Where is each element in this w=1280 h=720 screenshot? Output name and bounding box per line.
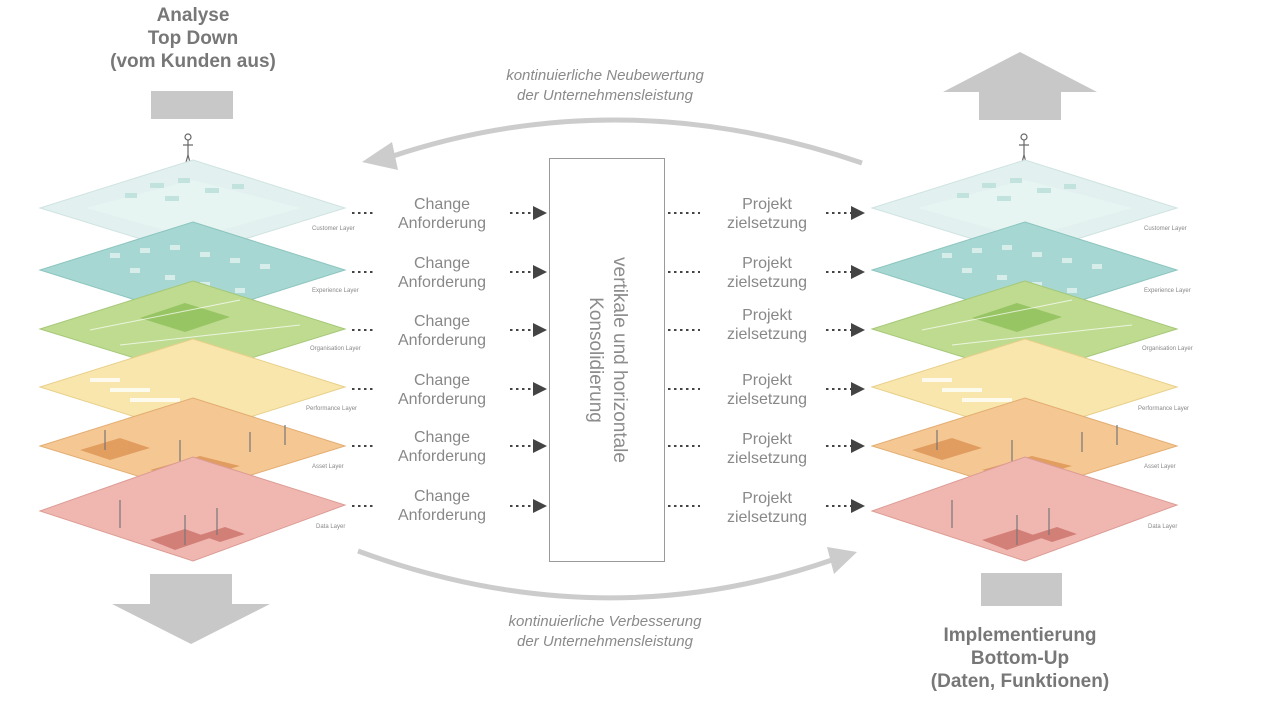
top-curved-arrow bbox=[389, 117, 863, 166]
change-request-label-2: Change Anforderung bbox=[382, 254, 502, 292]
right-heading-line-1: Implementierung bbox=[943, 625, 1097, 646]
change-label-line: Anforderung bbox=[397, 215, 487, 232]
top-arc-note-line-1: kontinuierliche Neubewertung bbox=[506, 67, 704, 84]
change-label-line: Change bbox=[413, 372, 471, 389]
project-label-line: Projekt bbox=[742, 196, 792, 213]
right-heading-line-2: Bottom-Up bbox=[970, 648, 1070, 669]
project-goal-label-6: Projekt zielsetzung bbox=[707, 489, 827, 527]
project-label-line: Projekt bbox=[742, 490, 792, 507]
change-label-line: Anforderung bbox=[397, 448, 487, 465]
left-layer-label-6: Data Layer bbox=[316, 524, 345, 530]
left-layer-label-2: Experience Layer bbox=[312, 288, 359, 294]
consolidation-line-2: Konsolidierung bbox=[585, 297, 606, 423]
project-goal-label-1: Projekt zielsetzung bbox=[707, 195, 827, 233]
right-layer-label-5: Asset Layer bbox=[1144, 464, 1176, 470]
change-request-label-3: Change Anforderung bbox=[382, 312, 502, 350]
left-data-layer bbox=[38, 456, 347, 562]
project-label-line: Projekt bbox=[742, 255, 792, 272]
bottom-arc-note-line-1: kontinuierliche Verbesserung bbox=[508, 613, 702, 630]
bottom-curved-arrowhead-icon bbox=[827, 547, 857, 574]
bottom-arc-note: kontinuierliche Verbesserung der Unterne… bbox=[480, 612, 730, 652]
dotted-connectors bbox=[352, 206, 865, 513]
top-arc-note-line-2: der Unternehmensleistung bbox=[517, 87, 693, 104]
right-bottom-bar bbox=[981, 573, 1062, 606]
project-label-line: zielsetzung bbox=[726, 509, 808, 526]
change-label-line: Anforderung bbox=[397, 332, 487, 349]
right-layer-stack: Customer Layer Experience Layer Organisa… bbox=[870, 133, 1193, 562]
project-label-line: zielsetzung bbox=[726, 326, 808, 343]
right-layer-label-4: Performance Layer bbox=[1138, 406, 1189, 412]
left-heading-line-3: (vom Kunden aus) bbox=[110, 51, 276, 72]
change-request-label-1: Change Anforderung bbox=[382, 195, 502, 233]
change-request-label-4: Change Anforderung bbox=[382, 371, 502, 409]
project-label-line: Projekt bbox=[742, 307, 792, 324]
left-layer-label-1: Customer Layer bbox=[312, 226, 355, 232]
left-layer-label-5: Asset Layer bbox=[312, 464, 344, 470]
top-arc-note: kontinuierliche Neubewertung der Unterne… bbox=[480, 66, 730, 106]
left-layer-label-3: Organisation Layer bbox=[310, 346, 361, 352]
right-data-layer bbox=[870, 456, 1179, 562]
right-heading: Implementierung Bottom-Up (Daten, Funkti… bbox=[910, 624, 1130, 693]
left-down-arrow-icon bbox=[112, 574, 270, 644]
left-layer-label-4: Performance Layer bbox=[306, 406, 357, 412]
right-heading-line-3: (Daten, Funktionen) bbox=[930, 671, 1110, 692]
change-label-line: Change bbox=[413, 313, 471, 330]
project-label-line: Projekt bbox=[742, 372, 792, 389]
bottom-arc-note-line-2: der Unternehmensleistung bbox=[517, 633, 693, 650]
change-label-line: Anforderung bbox=[397, 507, 487, 524]
change-label-line: Change bbox=[413, 255, 471, 272]
change-label-line: Anforderung bbox=[397, 274, 487, 291]
project-label-line: Projekt bbox=[742, 431, 792, 448]
change-label-line: Anforderung bbox=[397, 391, 487, 408]
consolidation-text: vertikale und horizontale Konsolidierung bbox=[583, 257, 631, 463]
project-goal-label-3: Projekt zielsetzung bbox=[707, 306, 827, 344]
left-heading: Analyse Top Down (vom Kunden aus) bbox=[88, 4, 298, 73]
left-heading-line-1: Analyse bbox=[156, 5, 230, 26]
project-goal-label-4: Projekt zielsetzung bbox=[707, 371, 827, 409]
project-goal-label-5: Projekt zielsetzung bbox=[707, 430, 827, 468]
change-label-line: Change bbox=[413, 488, 471, 505]
right-layer-label-3: Organisation Layer bbox=[1142, 346, 1193, 352]
change-label-line: Change bbox=[413, 429, 471, 446]
left-heading-line-2: Top Down bbox=[147, 28, 239, 49]
consolidation-box: vertikale und horizontale Konsolidierung bbox=[549, 158, 665, 562]
right-layer-label-2: Experience Layer bbox=[1144, 288, 1191, 294]
bottom-curved-arrow bbox=[357, 548, 833, 601]
project-label-line: zielsetzung bbox=[726, 274, 808, 291]
right-layer-label-6: Data Layer bbox=[1148, 524, 1177, 530]
left-top-bar bbox=[151, 91, 233, 119]
top-curved-arrowhead-icon bbox=[362, 142, 398, 170]
consolidation-line-1: vertikale und horizontale bbox=[609, 257, 630, 463]
right-layer-label-1: Customer Layer bbox=[1144, 226, 1187, 232]
project-label-line: zielsetzung bbox=[726, 450, 808, 467]
project-label-line: zielsetzung bbox=[726, 391, 808, 408]
change-request-label-5: Change Anforderung bbox=[382, 428, 502, 466]
change-label-line: Change bbox=[413, 196, 471, 213]
right-up-arrow-icon bbox=[943, 52, 1097, 120]
left-layer-stack: Customer Layer Experience Layer Organisa… bbox=[38, 133, 361, 562]
project-goal-label-2: Projekt zielsetzung bbox=[707, 254, 827, 292]
change-request-label-6: Change Anforderung bbox=[382, 487, 502, 525]
project-label-line: zielsetzung bbox=[726, 215, 808, 232]
